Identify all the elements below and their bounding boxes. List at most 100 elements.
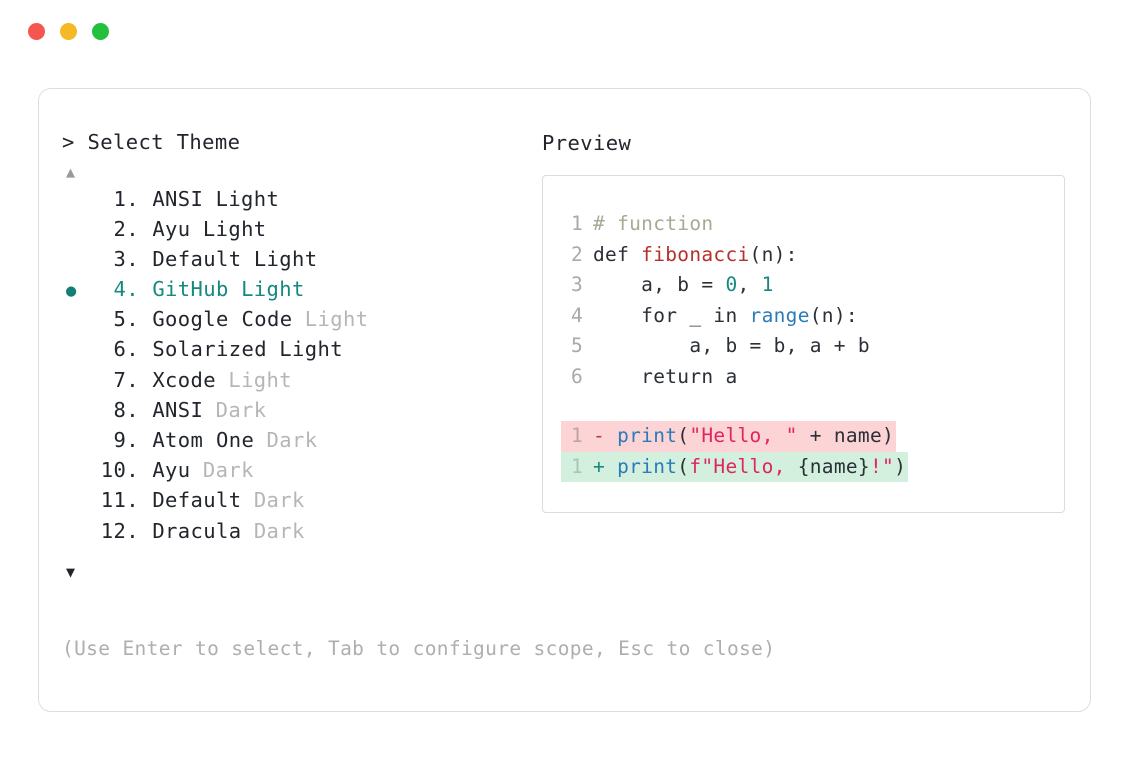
theme-item-number: 9. — [113, 428, 139, 453]
code-line: 6 return a — [543, 362, 1064, 393]
code-token-plain: for _ in — [593, 303, 750, 327]
code-line-content: a, b = b, a + b — [593, 331, 870, 362]
code-line: 4 for _ in range(n): — [543, 301, 1064, 332]
theme-list-item[interactable]: 7. Xcode Light — [62, 368, 532, 398]
close-button[interactable] — [28, 22, 45, 40]
theme-item-variant: Light — [304, 307, 369, 332]
scroll-up-icon[interactable]: ▲ — [66, 162, 76, 181]
code-line: 5 a, b = b, a + b — [543, 331, 1064, 362]
code-token-plain: , — [737, 273, 762, 296]
theme-item-number: 5. — [113, 307, 139, 332]
code-token-plain: + name) — [797, 424, 895, 447]
diff-sign-removed: - — [593, 424, 618, 447]
code-token-builtin: print — [617, 424, 678, 447]
theme-item-variant: Light — [202, 216, 267, 241]
code-line-content: def fibonacci(n): — [593, 240, 798, 271]
diff-line-number: 1 — [570, 454, 583, 478]
prompt-label: > Select Theme — [62, 130, 241, 154]
code-line-content: a, b = 0, 1 — [593, 270, 774, 301]
diff-line-number: 1 — [570, 424, 583, 447]
code-token-num: 1 — [761, 273, 774, 296]
code-line-number: 3 — [570, 273, 583, 296]
theme-item-number: 1. — [113, 186, 139, 211]
diff-line-removed: 1- print("Hello, " + name) — [543, 421, 1064, 452]
code-token-string: f"Hello, — [689, 454, 798, 478]
diff-block: 1- print("Hello, " + name)1+ print(f"Hel… — [543, 421, 1064, 482]
theme-item-variant: Light — [228, 367, 293, 392]
theme-list-item[interactable]: 5. Google Code Light — [62, 307, 532, 337]
theme-item-variant: Dark — [215, 397, 267, 422]
code-token-plain: ( — [677, 424, 690, 447]
theme-item-name: GitHub — [152, 277, 229, 302]
theme-item-variant: Light — [253, 246, 318, 271]
preview-label: Preview — [542, 131, 632, 155]
code-line: 2 def fibonacci(n): — [543, 240, 1064, 271]
code-token-plain: {name} — [797, 454, 870, 478]
theme-item-number: 8. — [113, 397, 139, 422]
code-line-content: for _ in range(n): — [593, 301, 858, 332]
theme-item-number: 6. — [113, 337, 139, 362]
code-line-content: return a — [593, 362, 737, 393]
theme-item-name: Default — [152, 246, 242, 271]
theme-item-name: Atom One — [152, 428, 255, 453]
theme-list-item[interactable]: 6. Solarized Light — [62, 337, 532, 367]
window-titlebar — [0, 0, 1129, 62]
theme-item-name: Dracula — [152, 518, 242, 543]
theme-item-number: 3. — [113, 246, 139, 271]
code-token-comment: # function — [593, 212, 714, 235]
theme-item-number: 7. — [113, 367, 139, 392]
diff-sign-added: + — [593, 454, 618, 478]
code-line: 3 a, b = 0, 1 — [543, 270, 1064, 301]
window-controls — [28, 22, 109, 40]
theme-item-name: Ayu — [152, 216, 191, 241]
maximize-button[interactable] — [92, 22, 109, 40]
keyboard-hint: (Use Enter to select, Tab to configure s… — [62, 637, 776, 660]
theme-item-variant: Dark — [202, 458, 254, 483]
code-token-plain: a, b = b, a + b — [593, 334, 870, 357]
code-token-string: !" — [869, 454, 895, 478]
theme-item-name: Google Code — [152, 307, 293, 332]
code-token-plain: a, b = — [593, 273, 726, 296]
theme-list-item[interactable]: 3. Default Light — [62, 247, 532, 277]
theme-item-number: 10. — [100, 458, 139, 483]
diff-line-content: print("Hello, " + name) — [617, 421, 894, 452]
code-line-content: # function — [593, 209, 713, 240]
minimize-button[interactable] — [60, 22, 77, 40]
selected-bullet-icon: ● — [66, 281, 77, 302]
code-line-number: 1 — [570, 212, 583, 235]
theme-item-variant: Light — [215, 186, 280, 211]
code-token-builtin: print — [617, 454, 678, 478]
theme-item-name: Solarized — [152, 337, 267, 362]
code-token-plain: return a — [593, 364, 738, 388]
code-line-number: 5 — [570, 334, 583, 357]
diff-line-highlight: 1+ print(f"Hello, {name}!") — [561, 451, 909, 482]
theme-item-number: 12. — [100, 518, 139, 543]
theme-item-variant: Dark — [253, 488, 305, 513]
theme-item-name: Default — [152, 488, 242, 513]
code-line-number: 6 — [570, 364, 583, 388]
theme-item-name: ANSI — [152, 397, 204, 422]
theme-list-item[interactable]: 8. ANSI Dark — [62, 398, 532, 428]
code-line-number: 2 — [570, 242, 583, 266]
code-token-string: "Hello, " — [689, 424, 798, 447]
scroll-down-icon[interactable]: ▼ — [66, 562, 76, 581]
code-token-num: 0 — [725, 273, 738, 296]
theme-item-name: Xcode — [152, 367, 217, 392]
theme-item-variant: Light — [279, 337, 344, 362]
code-spacer — [543, 392, 1064, 421]
code-token-func: fibonacci — [641, 242, 750, 266]
theme-item-variant: Light — [241, 277, 305, 302]
code-token-plain: ( — [677, 454, 690, 478]
